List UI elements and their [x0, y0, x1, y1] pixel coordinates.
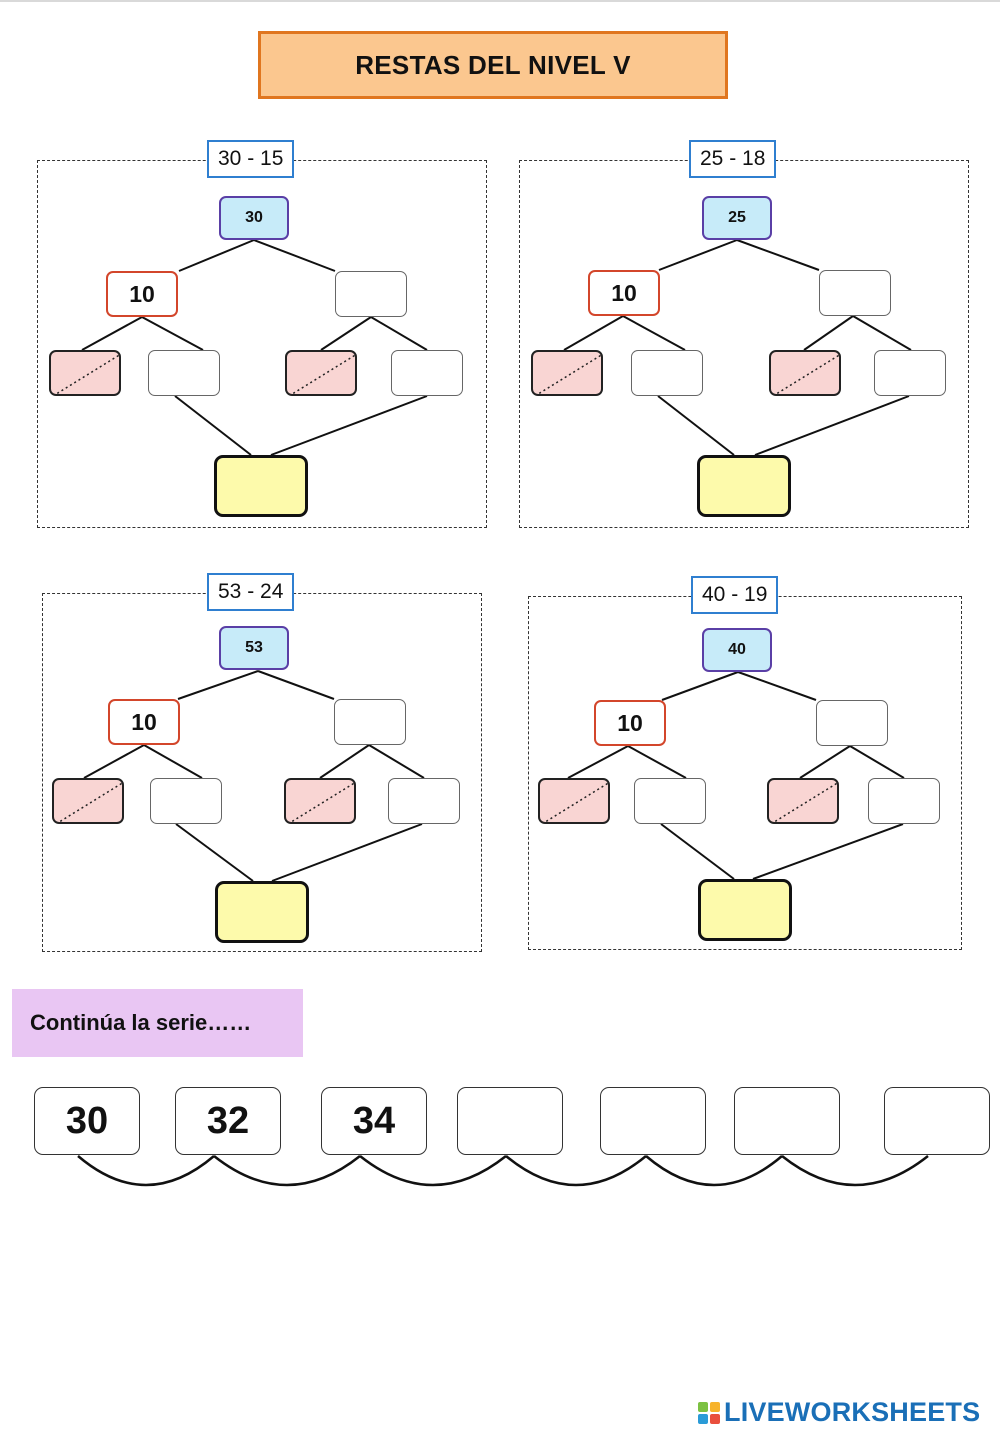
series-hop-arcs [77, 1155, 929, 1187]
answer-input-left-difference[interactable] [150, 778, 222, 824]
answer-input-left-difference[interactable] [148, 350, 220, 396]
page-title: RESTAS DEL NIVEL V [258, 31, 728, 99]
series-input-7[interactable] [884, 1087, 990, 1155]
ten-box: 10 [588, 270, 660, 316]
minuend-box: 30 [219, 196, 289, 240]
series-input-5[interactable] [600, 1087, 706, 1155]
answer-input-left-difference[interactable] [631, 350, 703, 396]
answer-input-right[interactable] [819, 270, 891, 316]
exercise-panel-2: 25 - 18 25 10 [519, 140, 969, 528]
liveworksheets-logo-icon [698, 1401, 720, 1424]
connector-lines [81, 239, 428, 456]
minuend-box: 25 [702, 196, 772, 240]
logo-square-4 [710, 1413, 720, 1424]
answer-input-right[interactable] [334, 699, 406, 745]
series-instruction: Continúa la serie…… [12, 989, 303, 1057]
exercise-panel-3: 53 - 24 53 10 [42, 573, 482, 952]
result-input[interactable] [215, 881, 309, 943]
connector-lines [563, 239, 912, 456]
connector-lines [567, 671, 905, 880]
equation-label: 40 - 19 [691, 576, 779, 614]
crossed-box-left [531, 350, 603, 396]
answer-input-right[interactable] [335, 271, 407, 317]
exercise-panel-4: 40 - 19 40 10 [528, 576, 962, 950]
brand-text: LIVEWORKSHEETS [724, 1397, 981, 1427]
answer-input-right[interactable] [816, 700, 888, 746]
logo-square-1 [698, 1401, 708, 1412]
minuend-box: 40 [702, 628, 772, 672]
result-input[interactable] [214, 455, 308, 517]
crossed-box-right [285, 350, 357, 396]
exercise-panel-1: 30 - 15 30 10 [37, 140, 487, 528]
equation-label: 30 - 15 [207, 140, 295, 178]
series-box-2: 32 [175, 1087, 281, 1155]
series-box-3: 34 [321, 1087, 427, 1155]
brand-logo: LIVEWORKSHEETS [698, 1397, 980, 1428]
minuend-box: 53 [219, 626, 289, 670]
logo-square-3 [698, 1413, 708, 1424]
ten-box: 10 [106, 271, 178, 317]
answer-input-right-difference[interactable] [874, 350, 946, 396]
equation-label: 53 - 24 [207, 573, 295, 611]
connector-lines [83, 670, 425, 882]
top-divider [0, 0, 1000, 2]
crossed-box-right [284, 778, 356, 824]
equation-label: 25 - 18 [689, 140, 777, 178]
ten-box: 10 [594, 700, 666, 746]
answer-input-right-difference[interactable] [391, 350, 463, 396]
series-input-4[interactable] [457, 1087, 563, 1155]
logo-square-2 [710, 1401, 720, 1412]
crossed-box-left [49, 350, 121, 396]
crossed-box-left [52, 778, 124, 824]
answer-input-left-difference[interactable] [634, 778, 706, 824]
series-input-6[interactable] [734, 1087, 840, 1155]
crossed-box-right [769, 350, 841, 396]
series-box-1: 30 [34, 1087, 140, 1155]
answer-input-right-difference[interactable] [868, 778, 940, 824]
crossed-box-right [767, 778, 839, 824]
ten-box: 10 [108, 699, 180, 745]
answer-input-right-difference[interactable] [388, 778, 460, 824]
result-input[interactable] [697, 455, 791, 517]
crossed-box-left [538, 778, 610, 824]
result-input[interactable] [698, 879, 792, 941]
